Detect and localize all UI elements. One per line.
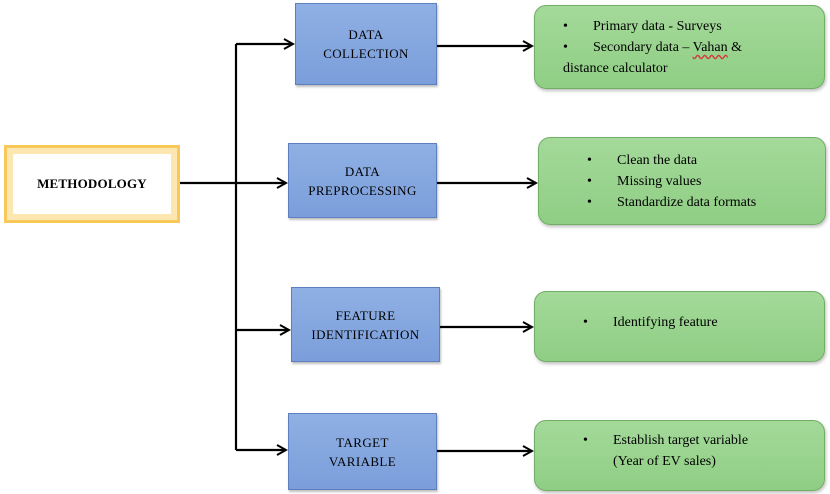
bullet-text-suffix: & bbox=[727, 40, 743, 55]
bullet-text: Primary data - Surveys bbox=[593, 19, 722, 34]
step-label-line2: IDENTIFICATION bbox=[311, 326, 420, 342]
methodology-root-box: METHODOLOGY bbox=[4, 145, 180, 223]
bullet-text: Clean the data bbox=[617, 153, 698, 168]
target-variable-box: TARGET VARIABLE bbox=[288, 413, 437, 490]
bullet-text: Establish target variable bbox=[613, 433, 749, 448]
target-variable-notes: Establish target variable (Year of EV sa… bbox=[534, 420, 825, 491]
bullet-list: Identifying feature bbox=[583, 312, 814, 333]
step-label-line2: PREPROCESSING bbox=[308, 182, 417, 198]
spellcheck-flagged-word: Vahan bbox=[692, 40, 728, 55]
bullet-item: Missing values bbox=[587, 171, 815, 192]
step-label-line1: DATA bbox=[348, 27, 384, 42]
step-label-line1: DATA bbox=[344, 163, 381, 179]
bullet-item: Secondary data – Vahan & distance calcul… bbox=[563, 37, 814, 79]
bullet-continuation: (Year of EV sales) bbox=[613, 454, 716, 469]
bullet-item: Establish target variable (Year of EV sa… bbox=[583, 430, 814, 472]
bullet-list: Clean the data Missing values Standardiz… bbox=[587, 150, 815, 213]
data-preprocessing-box: DATA PREPROCESSING bbox=[288, 143, 437, 218]
bullet-item: Primary data - Surveys bbox=[563, 16, 814, 37]
bullet-continuation: distance calculator bbox=[563, 61, 668, 76]
data-preprocessing-notes: Clean the data Missing values Standardiz… bbox=[538, 137, 826, 225]
bullet-list: Establish target variable (Year of EV sa… bbox=[583, 430, 814, 472]
bullet-text: Identifying feature bbox=[613, 315, 718, 330]
bullet-text-prefix: Secondary data – bbox=[593, 40, 693, 55]
feature-identification-notes: Identifying feature bbox=[534, 291, 825, 362]
bullet-item: Identifying feature bbox=[583, 312, 814, 333]
bullet-text: Standardize data formats bbox=[617, 195, 757, 210]
step-label-line2: VARIABLE bbox=[328, 453, 397, 469]
methodology-label: METHODOLOGY bbox=[37, 176, 147, 191]
bullet-item: Standardize data formats bbox=[587, 192, 815, 213]
feature-identification-box: FEATURE IDENTIFICATION bbox=[291, 287, 440, 362]
step-label-line1: TARGET bbox=[336, 434, 389, 450]
bullet-item: Clean the data bbox=[587, 150, 815, 171]
bullet-text: Missing values bbox=[617, 174, 702, 189]
step-label-line1: FEATURE bbox=[335, 307, 396, 323]
bullet-list: Primary data - Surveys Secondary data – … bbox=[563, 16, 814, 79]
data-collection-notes: Primary data - Surveys Secondary data – … bbox=[534, 5, 825, 89]
step-label-line2: COLLECTION bbox=[323, 46, 409, 61]
data-collection-box: DATA COLLECTION bbox=[295, 3, 437, 85]
